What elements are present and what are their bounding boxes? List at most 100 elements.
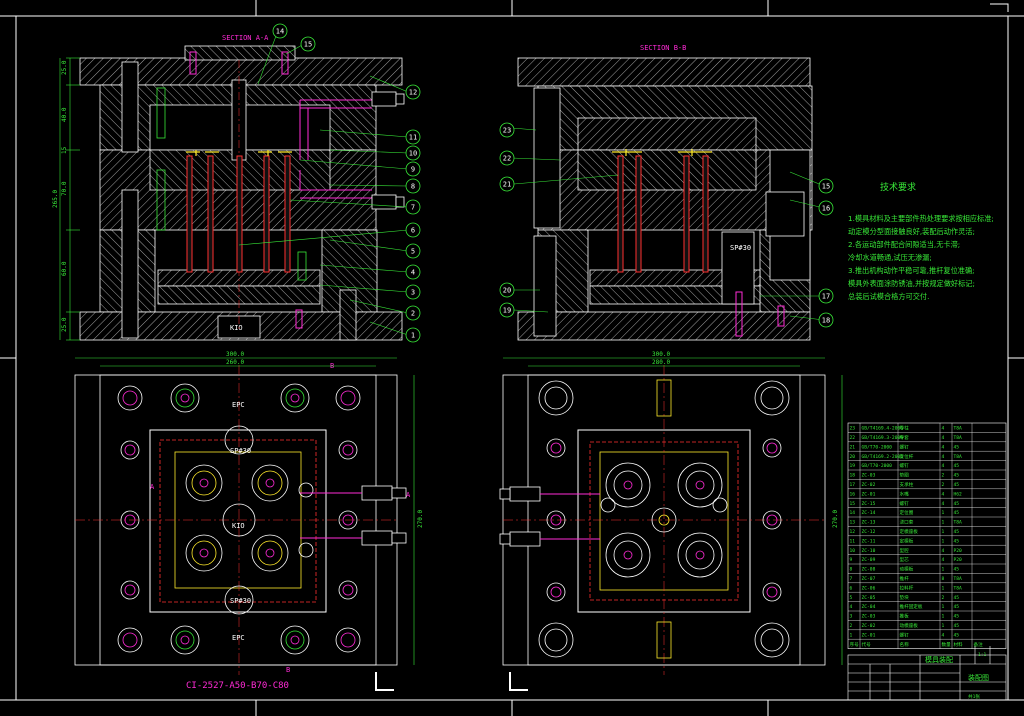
bom-cell: 45 (954, 623, 960, 629)
bom-cell: 1 (942, 520, 945, 526)
spring-pocket (224, 425, 254, 455)
bom-cell: 1 (942, 538, 945, 544)
dim-top-inner: 260.0 (226, 359, 244, 366)
bolt-hole (762, 510, 782, 530)
tech-note-line: 1.模具材料及主要部件热处理要求按相应标准; (848, 214, 994, 223)
bom-cell: P20 (954, 557, 963, 563)
bom-cell: T8A (954, 426, 963, 432)
bom-cell: 19 (850, 463, 856, 469)
guide-pillar-inner (544, 628, 568, 652)
water-port (712, 497, 728, 513)
bom-cell: 7 (850, 576, 853, 582)
core (685, 470, 715, 500)
part-balloon-number: 4 (411, 269, 415, 277)
spring-label-plan-2: SP#30 (230, 597, 251, 605)
bom-cell: 4 (942, 632, 945, 638)
section-mark-b2: B (286, 666, 290, 674)
bom-cell: T8A (954, 576, 963, 582)
bolt-hole (546, 510, 566, 530)
bom-header-cell: 名称 (900, 641, 910, 648)
bom-cell: T8A (954, 454, 963, 460)
bom-cell: 4 (942, 454, 945, 460)
bom-cell: 45 (954, 510, 960, 516)
bom-cell: ZC-04 (862, 604, 876, 610)
guide-pillar (754, 380, 790, 416)
tech-title: 技术要求 (880, 181, 916, 193)
bom-cell: 45 (954, 444, 960, 450)
part-balloon-number: 12 (409, 89, 417, 97)
bom-cell: GB/T4169.4-2006 (862, 426, 904, 432)
ejector-pin (695, 480, 705, 490)
tech-note-line: 动定模分型面接触良好,装配后动作灵活; (848, 227, 975, 236)
core (613, 470, 643, 500)
bom-cell: 定模板 (900, 537, 914, 544)
bom-cell: 8 (850, 567, 853, 573)
bom-cell: 8 (942, 576, 945, 582)
bom-cell: 14 (850, 510, 856, 516)
part-balloon-number: 7 (411, 204, 415, 212)
bom-cell: ZC-03 (862, 473, 876, 479)
core (613, 540, 643, 570)
part-balloon (499, 150, 515, 166)
screw-core (180, 635, 190, 645)
spring-label-plan: SP#30 (230, 447, 251, 455)
part-balloon (405, 84, 421, 100)
part-balloon-number: 9 (411, 166, 415, 174)
bom-cell: H62 (954, 491, 963, 497)
bom-cell: 45 (954, 604, 960, 610)
tech-note-line: 2.各运动部件配合间隙适当,无卡滞; (848, 240, 960, 249)
dim-side: 270.0 (417, 510, 424, 528)
bom-cell: 45 (954, 595, 960, 601)
kio-label-plan: KIO (232, 522, 245, 530)
sprue-puller-core (658, 514, 670, 526)
bolt-hole (338, 580, 358, 600)
bom-cell: 螺钉 (900, 462, 910, 469)
bom-cell: 5 (850, 595, 853, 601)
bolt-core (124, 584, 136, 596)
part-balloon (405, 145, 421, 161)
bom-cell: 2 (942, 482, 945, 488)
leader-lines-left (238, 35, 409, 336)
plan-view-right: 300.0 280.0 270.0 (499, 351, 843, 691)
mold-base-code: CI-2527-A50-B70-C80 (186, 681, 289, 691)
bom-cell: 3 (850, 614, 853, 620)
dim-left-3: 15 (61, 146, 68, 154)
bom-cell: GB/T4169.3-2006 (862, 435, 904, 441)
bom-cell: 4 (850, 604, 853, 610)
bom-cell: ZC-01 (862, 632, 876, 638)
tech-note-line: 总装后试模合格方可交付. (848, 292, 929, 301)
bom-header-cell: 数量 (942, 641, 952, 648)
guide-pillar-inner (760, 386, 784, 410)
kio-label: KIO (230, 324, 243, 332)
bom-cell: 1 (942, 585, 945, 591)
bom-cell: 4 (942, 426, 945, 432)
spring-label: SP#30 (730, 244, 751, 252)
part-balloon-number: 23 (503, 127, 511, 135)
guide-bush-inner (340, 390, 356, 406)
part-balloon (405, 305, 421, 321)
screw-hole (175, 630, 195, 650)
screw-core (290, 635, 300, 645)
bom-cell: 型腔 (900, 547, 910, 554)
bolt-hole (762, 438, 782, 458)
water-port (298, 482, 314, 498)
part-balloon-number: 5 (411, 248, 415, 256)
core-insert (677, 462, 723, 508)
bom-cell: 导套 (900, 434, 910, 441)
bom-cell: GB/T70-2000 (862, 444, 893, 450)
cavity-part (257, 540, 283, 566)
part-balloon-number: 1 (411, 332, 415, 340)
water-port (298, 542, 314, 558)
core-insert (605, 532, 651, 578)
bom-cell: 1 (942, 604, 945, 610)
dim-left-1: 25.0 (61, 60, 68, 75)
bolt-core (766, 514, 778, 526)
guide-bush-inner (122, 390, 138, 406)
bom-cell: 11 (850, 538, 856, 544)
part-balloon-number: 18 (822, 317, 830, 325)
bolt-hole (546, 582, 566, 602)
cavity (185, 464, 223, 502)
